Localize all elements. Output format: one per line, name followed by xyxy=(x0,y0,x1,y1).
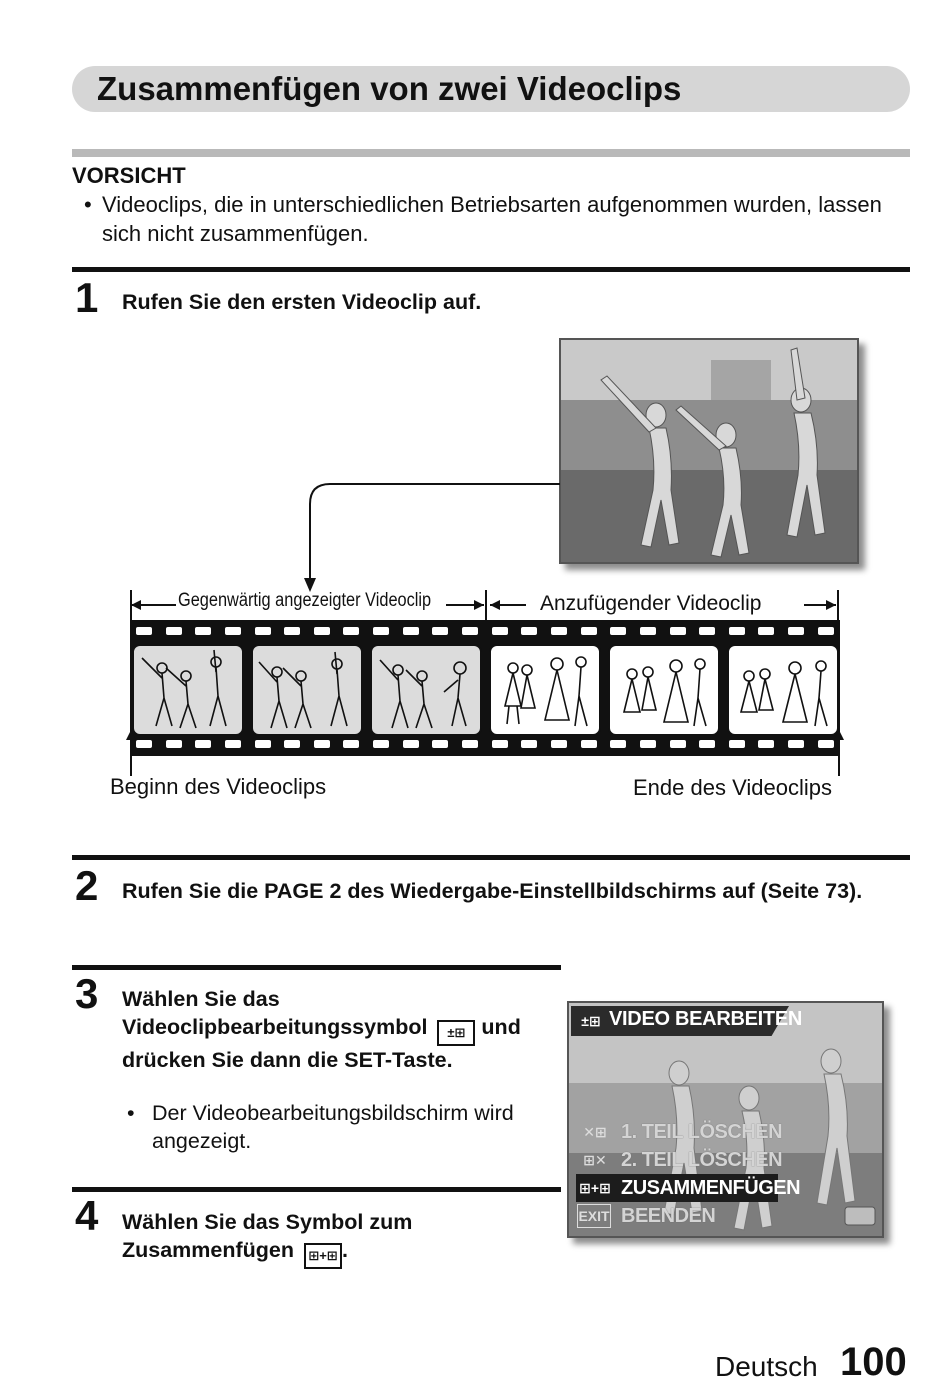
step-4-rule xyxy=(72,1187,561,1192)
step-3-text: Wählen Sie das Videoclipbearbeitungssymb… xyxy=(122,985,532,1074)
step-3-rule xyxy=(72,965,561,970)
film-frame-folk-3 xyxy=(727,644,839,736)
video-edit-icon: ±⊞ xyxy=(437,1020,476,1046)
dancers-image xyxy=(561,340,857,562)
footer-language: Deutsch xyxy=(715,1351,818,1382)
film-frame-folk-2 xyxy=(608,644,720,736)
step-4-suffix: . xyxy=(342,1238,348,1262)
video-clip-photo xyxy=(559,338,859,564)
step-2-rule xyxy=(72,855,910,860)
sprocket-row-top xyxy=(136,627,834,636)
menu-item-join[interactable]: ZUSAMMENFÜGEN xyxy=(621,1177,801,1199)
section-divider xyxy=(72,149,910,157)
step-4-text-part1: Wählen Sie das Symbol zum Zusammenfügen xyxy=(122,1210,413,1262)
appended-clip-label: Anzufügender Videoclip xyxy=(540,592,762,615)
menu-selection-highlight xyxy=(576,1174,778,1202)
connector-arrow xyxy=(304,483,560,592)
video-edit-icon: ±⊞ xyxy=(581,1013,601,1029)
title-bar xyxy=(72,66,910,112)
start-label: Beginn des Videoclips xyxy=(110,774,327,799)
end-label: Ende des Videoclips xyxy=(633,775,832,800)
page-number: 100 xyxy=(840,1340,907,1384)
menu-title: VIDEO BEARBEITEN xyxy=(609,1008,803,1030)
step-1-number: 1 xyxy=(75,274,99,321)
menu-item-delete-second[interactable]: 2. TEIL LÖSCHEN xyxy=(621,1149,783,1171)
menu-item-delete-first[interactable]: 1. TEIL LÖSCHEN xyxy=(621,1121,783,1143)
current-clip-label: Gegenwärtig angezeigter Videoclip xyxy=(178,590,432,611)
join-clips-icon: ⊞+⊞ xyxy=(579,1180,611,1196)
step-2-number: 2 xyxy=(75,862,99,909)
film-frame-dancers-2 xyxy=(251,644,363,736)
delete-first-part-icon: ✕⊞ xyxy=(583,1124,607,1140)
menu-item-exit[interactable]: BEENDEN xyxy=(621,1205,716,1227)
film-frame-folk-1 xyxy=(489,644,601,736)
caution-text: Videoclips, die in unterschiedlichen Bet… xyxy=(102,192,882,246)
step-3-number: 3 xyxy=(75,970,99,1017)
delete-second-part-icon: ⊞✕ xyxy=(583,1152,607,1168)
film-frame-dancers-3 xyxy=(370,644,482,736)
bullet: • xyxy=(84,192,92,217)
film-strip xyxy=(130,620,840,756)
start-marker-arrow xyxy=(126,730,136,776)
video-edit-screen xyxy=(567,1001,884,1238)
menu-title-bar xyxy=(571,1006,789,1036)
step-3-sub-bullet: • xyxy=(127,1101,135,1125)
step-3-text-part2: und drücken Sie dann die SET-Taste. xyxy=(122,1015,521,1072)
clip-range-markers xyxy=(130,590,839,620)
step-4-text: Wählen Sie das Symbol zum Zusammenfügen … xyxy=(122,1208,502,1269)
step-1-rule xyxy=(72,267,910,272)
film-frame-dancers-1 xyxy=(132,644,244,736)
step-2-text: Rufen Sie die PAGE 2 des Wiedergabe-Eins… xyxy=(122,879,863,903)
exit-icon: EXIT xyxy=(577,1204,611,1228)
join-icon: ⊞+⊞ xyxy=(304,1243,343,1269)
step-1-text: Rufen Sie den ersten Videoclip auf. xyxy=(122,290,482,314)
step-4-number: 4 xyxy=(75,1192,99,1239)
end-marker-arrow xyxy=(834,730,844,776)
page-title: Zusammenfügen von zwei Videoclips xyxy=(97,70,682,107)
step-3-sub-text: Der Videobearbeitungsbildschirm wird ang… xyxy=(152,1101,514,1153)
caution-heading: VORSICHT xyxy=(72,163,186,188)
step-3-text-part1: Wählen Sie das Videoclipbearbeitungssymb… xyxy=(122,987,428,1039)
sprocket-row-bottom xyxy=(136,740,834,749)
